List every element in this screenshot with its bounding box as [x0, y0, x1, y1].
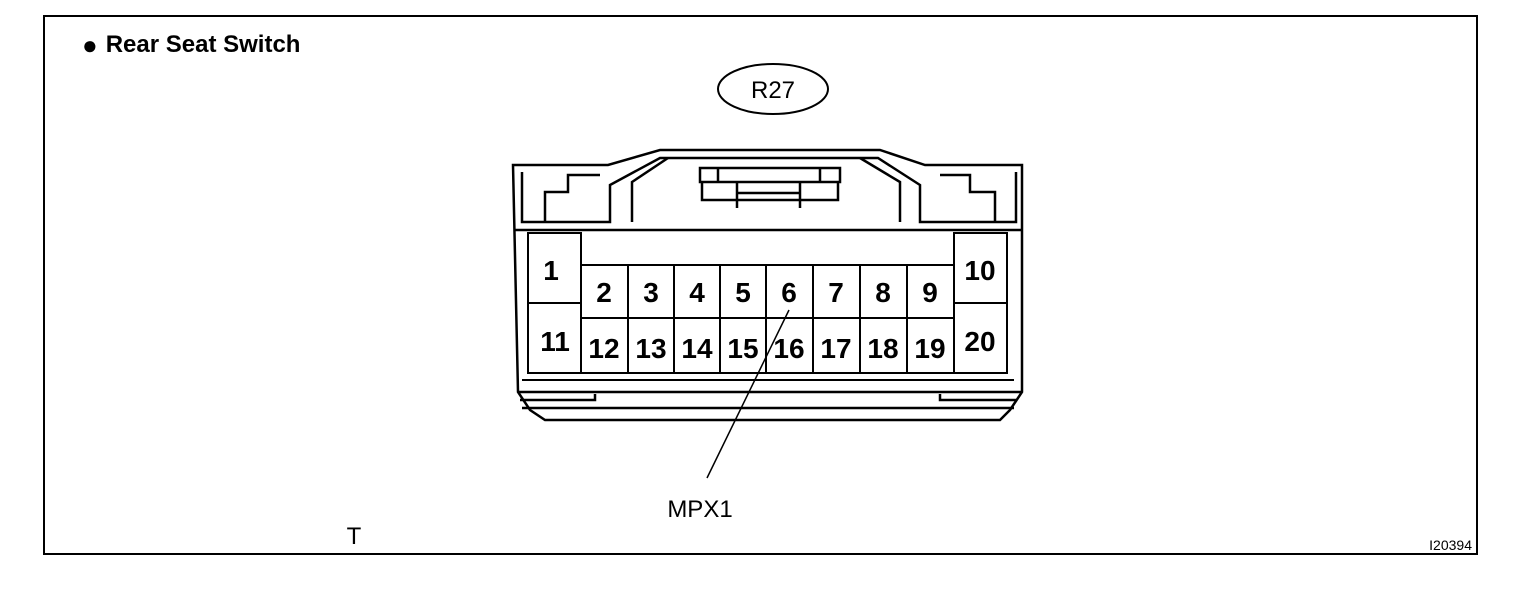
pin-label: 5 [735, 277, 751, 308]
pin-label: 11 [540, 326, 570, 357]
connector-housing [511, 148, 1024, 422]
corner-mark: T [347, 523, 362, 550]
title-text: Rear Seat Switch [105, 31, 301, 58]
callout-leader-line [706, 309, 790, 479]
callout-label: MPX1 [667, 496, 732, 523]
pin-label: 13 [635, 333, 666, 364]
pin-label: 19 [914, 333, 945, 364]
pin-label: 8 [875, 277, 891, 308]
bullet-icon: ● [82, 30, 98, 60]
pin-label: 7 [828, 277, 844, 308]
figure-id: I20394 [1429, 537, 1472, 553]
pin-label: 9 [922, 277, 938, 308]
pin-label: 1 [543, 255, 559, 286]
pin-numbers: 1 2 3 4 5 6 7 8 9 10 11 12 13 14 15 16 1… [540, 255, 995, 364]
pin-label: 12 [588, 333, 619, 364]
pin-label: 10 [964, 255, 995, 286]
pin-label: 18 [867, 333, 898, 364]
section-title: ● Rear Seat Switch [82, 30, 300, 60]
connector-code: R27 [751, 77, 795, 104]
pin-cavities [522, 232, 1014, 381]
pin-label: 20 [964, 326, 995, 357]
pin-label: 15 [727, 333, 758, 364]
pin-label: 14 [681, 333, 713, 364]
pin-label: 17 [820, 333, 851, 364]
pin-label: 2 [596, 277, 612, 308]
pin-label: 6 [781, 277, 797, 308]
diagram-frame [43, 15, 1478, 555]
pin-label: 4 [689, 277, 705, 308]
pin-label: 16 [773, 333, 804, 364]
connector-code-oval [717, 63, 829, 115]
pin-label: 3 [643, 277, 659, 308]
